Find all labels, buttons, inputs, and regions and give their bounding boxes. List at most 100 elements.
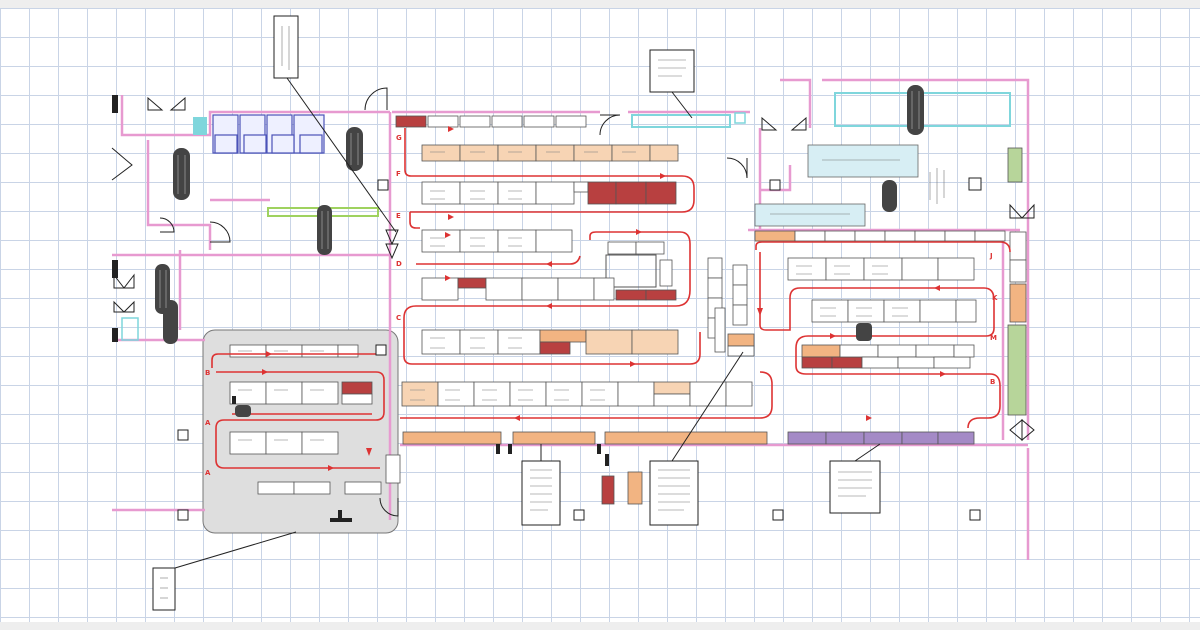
door-icon (364, 87, 388, 111)
aisle-label-f: F (396, 170, 401, 178)
aisle-label-b-left: B (205, 369, 210, 377)
arrow-icon (514, 415, 520, 421)
arrow-icon (448, 126, 454, 132)
column-icon (375, 344, 387, 356)
island-column (659, 259, 673, 287)
route-loop-mid (409, 212, 420, 229)
grey-zone (202, 329, 399, 534)
stamp-icon (882, 180, 897, 212)
leader-line (671, 91, 693, 119)
shelf-row-b (421, 329, 679, 355)
arrow-icon (546, 303, 552, 309)
column-icon (377, 179, 389, 191)
cyan-box-left (121, 317, 139, 341)
wall-top-far-right (822, 78, 1030, 440)
route-arrows (240, 126, 946, 471)
door-icon (209, 221, 231, 243)
edge-bar (112, 95, 118, 113)
aisle-label-a-2: A (205, 469, 211, 477)
callout-icon (152, 567, 176, 611)
door-icon (726, 157, 748, 179)
door-icon (1009, 418, 1035, 442)
door-icon (147, 96, 186, 111)
route-loop-d (416, 255, 581, 265)
shelf-small-below (727, 345, 755, 357)
column-icon (968, 177, 982, 191)
arrow-icon (866, 415, 872, 421)
grey-zone-column (385, 454, 401, 484)
shelf-orange-small (727, 333, 755, 347)
column-icon (769, 179, 781, 191)
orange-block-bottom (627, 471, 643, 505)
route-right-top (755, 241, 1011, 253)
wall-inner-a (146, 140, 212, 250)
edge-bars (112, 95, 118, 342)
room-5 (214, 134, 238, 154)
bottom-edge-strip (0, 622, 1200, 630)
light-blue-area-mid (754, 203, 866, 227)
shelf-text-marks (238, 151, 908, 441)
doors (111, 87, 1035, 517)
pick-route (211, 128, 1011, 469)
stamp-icon (163, 300, 178, 344)
stamp-icon (173, 148, 190, 200)
arrow-icon (266, 351, 272, 357)
route-right-k (759, 252, 995, 337)
stamp-icon (856, 323, 872, 341)
callout-icon (649, 460, 699, 526)
shelf-row-bottom-orange (402, 431, 768, 445)
door-icon (385, 229, 399, 260)
arrow-icon (757, 308, 763, 316)
arrow-icon (636, 229, 642, 235)
door-icon (761, 116, 807, 131)
leader-line (854, 443, 881, 462)
stamp-icon (907, 85, 924, 135)
column-icon (573, 509, 585, 521)
island-box (605, 254, 657, 288)
room-7 (271, 134, 295, 154)
shelf-row-grey-bottom (257, 481, 382, 495)
shelf-row-bottom-purple (787, 431, 975, 445)
shelf-row-grey-low (229, 431, 339, 455)
shelf-row-c (421, 277, 677, 301)
route-loop-d2 (416, 231, 691, 307)
column-icon (177, 429, 189, 441)
shelf-row-l (811, 299, 977, 323)
arrow-icon (630, 361, 636, 367)
cyan-counter-top (631, 114, 731, 128)
shelf-row-g (395, 115, 587, 128)
columns (177, 177, 982, 521)
callout-text-lines (160, 26, 945, 599)
stamp-icon (235, 405, 251, 417)
arrow-icon (940, 371, 946, 377)
column-icon (969, 509, 981, 521)
leader-line (286, 77, 397, 233)
arrow-icon (934, 285, 940, 291)
column-icon (177, 509, 189, 521)
arrow-icon (328, 465, 334, 471)
stamp-icon (346, 127, 363, 171)
edge-bar (112, 328, 118, 342)
arrow-icon (262, 369, 268, 375)
callout-icon (829, 460, 881, 514)
aisle-labels: G F E D C B A A J K M B (205, 134, 998, 477)
aisle-label-d: D (396, 260, 402, 268)
arrow-icon (445, 232, 451, 238)
arrow-icon (448, 214, 454, 220)
aisle-label-b-right: B (990, 378, 995, 386)
door-icon (111, 147, 133, 181)
aisle-label-j: J (989, 252, 993, 260)
cyan-box-top-right (734, 112, 746, 124)
vertical-shelves (707, 257, 748, 353)
callout-icon (521, 460, 561, 526)
arrow-icon (445, 275, 451, 281)
route-grey-b (215, 371, 385, 469)
callout-icon (649, 49, 695, 93)
arrow-icon (546, 261, 552, 267)
aisle-label-e: E (396, 212, 401, 220)
wall-left-top (120, 95, 390, 137)
red-block-bottom (601, 475, 615, 505)
arrow-icon (366, 448, 372, 456)
aisle-label-m: M (990, 334, 997, 342)
